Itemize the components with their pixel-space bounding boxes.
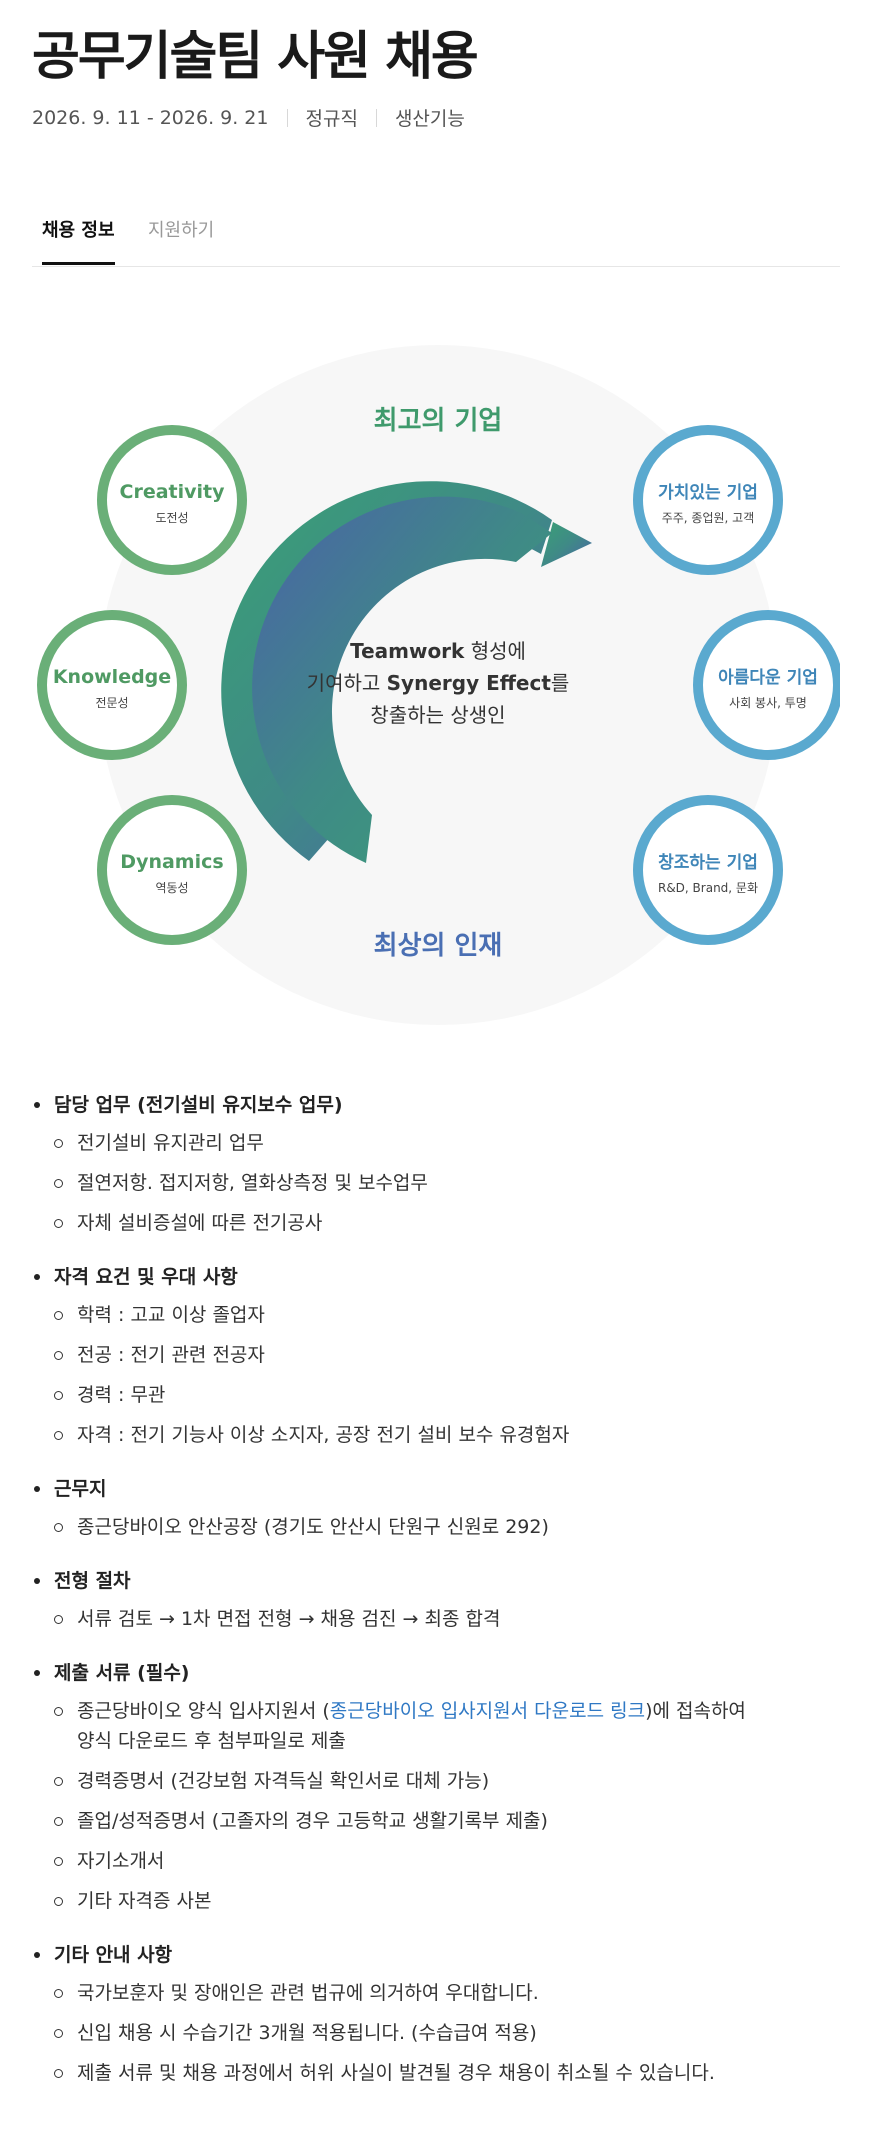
list-item: 종근당바이오 양식 입사지원서 (종근당바이오 입사지원서 다운로드 링크)에 … (32, 1696, 840, 1756)
bullet-icon (34, 1952, 40, 1958)
list-item: 자기소개서 (32, 1846, 840, 1876)
bullet-icon (34, 1486, 40, 1492)
section-heading: 자격 요건 및 우대 사항 (54, 1266, 238, 1288)
talent-diagram-svg: 최고의 기업 최상의 인재 Teamwork 형성에 기여하고 Synergy … (37, 345, 840, 1025)
bullet-icon (34, 1274, 40, 1280)
tab-bar: 채용 정보 지원하기 (32, 200, 840, 267)
circle-bullet-icon (54, 1139, 63, 1148)
circle-bullet-icon (54, 1897, 63, 1906)
svg-text:아름다운 기업: 아름다운 기업 (718, 668, 818, 688)
svg-text:창조하는 기업: 창조하는 기업 (658, 853, 758, 873)
circle-bullet-icon (54, 1311, 63, 1320)
list-item: 학력 : 고교 이상 졸업자 (32, 1300, 840, 1330)
circle-bullet-icon (54, 2029, 63, 2038)
list-item: 자체 설비증설에 따른 전기공사 (32, 1208, 840, 1238)
list-item: 제출 서류 및 채용 과정에서 허위 사실이 발견될 경우 채용이 취소될 수 … (32, 2058, 840, 2088)
section-qualifications: 자격 요건 및 우대 사항 학력 : 고교 이상 졸업자 전공 : 전기 관련 … (32, 1262, 840, 1450)
list-item: 종근당바이오 안산공장 (경기도 안산시 단원구 신원로 292) (32, 1512, 840, 1542)
svg-text:R&D, Brand, 문화: R&D, Brand, 문화 (658, 881, 758, 895)
circle-bullet-icon (54, 2069, 63, 2078)
center-line-3: 창출하는 상생인 (370, 703, 505, 727)
posting-meta: 2026. 9. 11 - 2026. 9. 21 정규직 생산기능 (32, 104, 465, 131)
circle-bullet-icon (54, 1707, 63, 1716)
svg-text:도전성: 도전성 (155, 511, 188, 525)
svg-text:Dynamics: Dynamics (120, 851, 223, 873)
svg-text:가치있는 기업: 가치있는 기업 (658, 483, 758, 503)
tab-recruit-info[interactable]: 채용 정보 (42, 216, 115, 265)
job-category: 생산기능 (394, 108, 465, 130)
talent-diagram: 최고의 기업 최상의 인재 Teamwork 형성에 기여하고 Synergy … (32, 340, 840, 1030)
circle-dynamics: Dynamics 역동성 (97, 795, 247, 945)
section-duties: 담당 업무 (전기설비 유지보수 업무) 전기설비 유지관리 업무 절연저항. … (32, 1090, 840, 1238)
employment-type: 정규직 (305, 108, 358, 130)
circle-bullet-icon (54, 1989, 63, 1998)
center-line-1: Teamwork 형성에 (350, 639, 526, 663)
list-item: 전기설비 유지관리 업무 (32, 1128, 840, 1158)
circle-bullet-icon (54, 1615, 63, 1624)
bullet-icon (34, 1102, 40, 1108)
section-heading: 전형 절차 (54, 1570, 131, 1592)
page-title: 공무기술팀 사원 채용 (32, 27, 479, 87)
section-notes: 기타 안내 사항 국가보훈자 및 장애인은 관련 법규에 의거하여 우대합니다.… (32, 1940, 840, 2088)
circle-bullet-icon (54, 1777, 63, 1786)
background-disc (98, 345, 778, 1025)
center-line-2: 기여하고 Synergy Effect를 (307, 671, 570, 695)
list-item: 국가보훈자 및 장애인은 관련 법규에 의거하여 우대합니다. (32, 1978, 840, 2008)
job-details: 담당 업무 (전기설비 유지보수 업무) 전기설비 유지관리 업무 절연저항. … (32, 1090, 840, 2112)
section-documents: 제출 서류 (필수) 종근당바이오 양식 입사지원서 (종근당바이오 입사지원서… (32, 1658, 840, 1916)
section-process: 전형 절차 서류 검토 → 1차 면접 전형 → 채용 검진 → 최종 합격 (32, 1566, 840, 1634)
list-item: 절연저항. 접지저항, 열화상측정 및 보수업무 (32, 1168, 840, 1198)
circle-bullet-icon (54, 1857, 63, 1866)
application-form-download-link[interactable]: 종근당바이오 입사지원서 다운로드 링크 (329, 1700, 646, 1722)
bottom-label: 최상의 인재 (374, 931, 503, 961)
ring-arrow-head-left (541, 522, 592, 567)
list-item: 자격 : 전기 기능사 이상 소지자, 공장 전기 설비 보수 유경험자 (32, 1420, 840, 1450)
svg-text:Knowledge: Knowledge (53, 666, 171, 688)
section-heading: 제출 서류 (필수) (54, 1662, 190, 1684)
svg-text:주주, 종업원, 고객: 주주, 종업원, 고객 (662, 511, 755, 525)
list-item: 신입 채용 시 수습기간 3개월 적용됩니다. (수습급여 적용) (32, 2018, 840, 2048)
svg-text:사회 봉사, 투명: 사회 봉사, 투명 (729, 696, 807, 710)
circle-bullet-icon (54, 1817, 63, 1826)
circle-bullet-icon (54, 1523, 63, 1532)
ring-arrow-right (252, 496, 552, 863)
bullet-icon (34, 1578, 40, 1584)
bullet-icon (34, 1670, 40, 1676)
circle-bullet-icon (54, 1219, 63, 1228)
meta-divider (375, 108, 377, 127)
circle-creativity: Creativity 도전성 (97, 425, 247, 575)
circle-bullet-icon (54, 1391, 63, 1400)
list-item: 졸업/성적증명서 (고졸자의 경우 고등학교 생활기록부 제출) (32, 1806, 840, 1836)
circle-bullet-icon (54, 1351, 63, 1360)
section-heading: 근무지 (54, 1478, 107, 1500)
circle-creative-company: 창조하는 기업 R&D, Brand, 문화 (633, 795, 783, 945)
circle-bullet-icon (54, 1431, 63, 1440)
svg-text:역동성: 역동성 (155, 881, 188, 895)
section-location: 근무지 종근당바이오 안산공장 (경기도 안산시 단원구 신원로 292) (32, 1474, 840, 1542)
posting-period: 2026. 9. 11 - 2026. 9. 21 (32, 106, 269, 129)
tab-apply[interactable]: 지원하기 (148, 220, 215, 241)
list-item: 전공 : 전기 관련 전공자 (32, 1340, 840, 1370)
circle-valuable-company: 가치있는 기업 주주, 종업원, 고객 (633, 425, 783, 575)
circle-bullet-icon (54, 1179, 63, 1188)
list-item: 경력증명서 (건강보험 자격득실 확인서로 대체 가능) (32, 1766, 840, 1796)
top-label: 최고의 기업 (374, 406, 503, 436)
list-item: 경력 : 무관 (32, 1380, 840, 1410)
list-item: 서류 검토 → 1차 면접 전형 → 채용 검진 → 최종 합격 (32, 1604, 840, 1634)
list-item: 기타 자격증 사본 (32, 1886, 840, 1916)
circle-knowledge: Knowledge 전문성 (37, 610, 187, 760)
svg-text:Creativity: Creativity (120, 481, 226, 503)
section-heading: 기타 안내 사항 (54, 1944, 173, 1966)
svg-text:전문성: 전문성 (95, 696, 128, 710)
circle-beautiful-company: 아름다운 기업 사회 봉사, 투명 (693, 610, 840, 760)
section-heading: 담당 업무 (전기설비 유지보수 업무) (54, 1094, 343, 1116)
meta-divider (286, 108, 288, 127)
